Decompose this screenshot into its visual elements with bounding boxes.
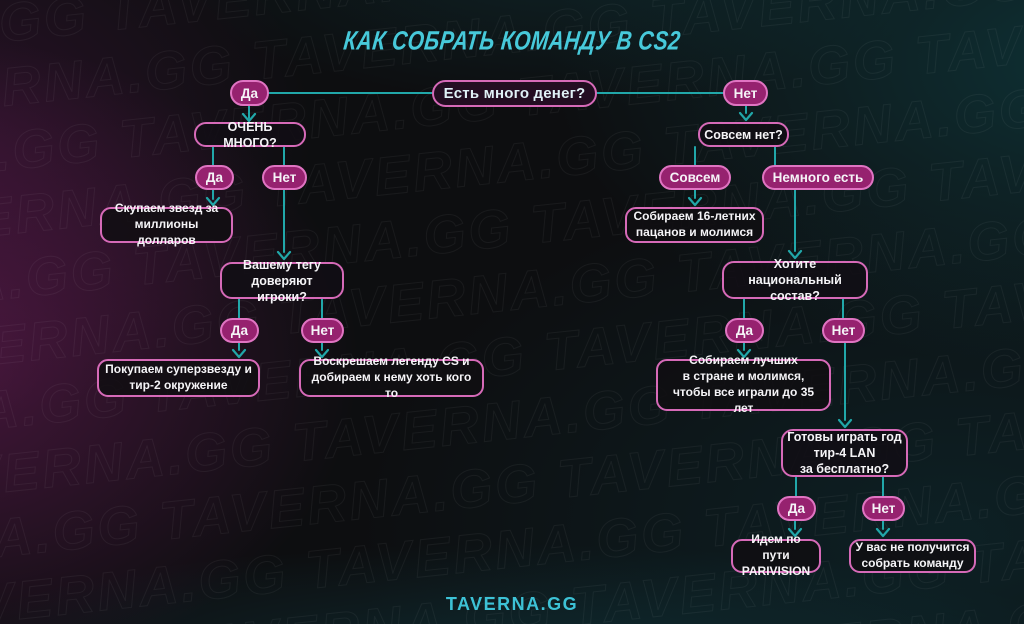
node-answer-yes-1: Да <box>230 80 269 106</box>
node-national-question: Хотите национальный состав? <box>722 257 868 303</box>
node-answer-yes-5: Да <box>777 496 816 521</box>
node-root-question: Есть много денег? <box>432 80 597 107</box>
footer-brand: TAVERNA.GG <box>445 594 579 614</box>
node-best-in-country: Собираем лучших в стране и молимся, чтоб… <box>656 353 831 415</box>
node-buy-superstar: Покупаем суперзвезду и тир-2 окружение <box>97 359 260 397</box>
page-title: КАК СОБРАТЬ КОМАНДУ В CS2 <box>341 26 683 56</box>
node-none-at-all-question: Совсем нет? <box>698 122 789 147</box>
node-revive-legend: Воскрешаем легенду CS и добираем к нему … <box>299 354 484 400</box>
node-answer-yes-2: Да <box>195 165 234 190</box>
node-teens: Собираем 16-летних пацанов и молимся <box>625 207 764 243</box>
node-answer-no-1: Нет <box>723 80 768 106</box>
node-answer-yes-4: Да <box>725 318 764 343</box>
node-very-much-question: ОЧЕНЬ МНОГО? <box>194 120 306 150</box>
node-buy-stars: Скупаем звезд за миллионы долларов <box>100 201 233 247</box>
node-answer-no-2: Нет <box>262 165 307 190</box>
node-answer-no-3: Нет <box>301 318 344 343</box>
node-answer-sovsem: Совсем <box>659 165 731 190</box>
node-answer-no-5: Нет <box>862 496 905 521</box>
watermark-text: TAVERNA.GG TAVERNA.GG TAVERNA.GG TAVERNA… <box>0 0 1024 7</box>
node-fail: У вас не получится собрать команду <box>849 539 976 573</box>
node-answer-no-4: Нет <box>822 318 865 343</box>
node-tag-trust-question: Вашему тегу доверяют игроки? <box>220 258 344 304</box>
node-parivision-path: Идем по пути PARIVISION <box>731 532 821 578</box>
node-answer-yes-3: Да <box>220 318 259 343</box>
watermark-text: TAVERNA.GG TAVERNA.GG TAVERNA.GG TAVERNA… <box>0 290 1024 516</box>
node-answer-nemnogo: Немного есть <box>762 165 874 190</box>
watermark-text: TAVERNA.GG TAVERNA.GG TAVERNA.GG TAVERNA… <box>0 0 1024 134</box>
node-tier4-question: Готовы играть год тир-4 LAN за бесплатно… <box>781 429 908 477</box>
